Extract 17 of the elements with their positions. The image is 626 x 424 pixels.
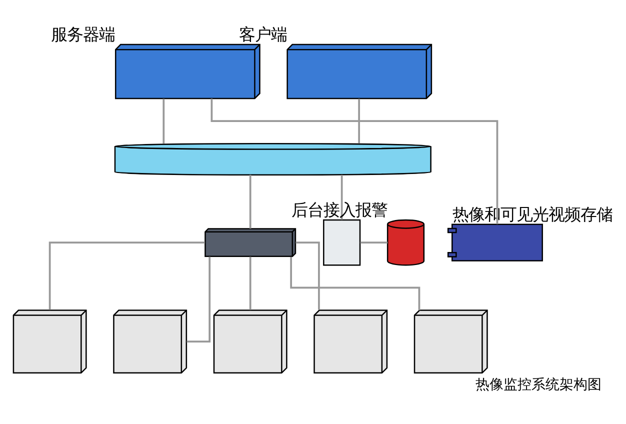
connector bbox=[290, 256, 420, 310]
node-label: 后台接入报警 bbox=[291, 200, 388, 220]
connector bbox=[296, 241, 320, 310]
node-label: 热像和可见光视频存储 bbox=[452, 204, 612, 224]
connector bbox=[249, 256, 252, 310]
connector bbox=[340, 174, 343, 220]
connector bbox=[48, 241, 205, 310]
connector bbox=[186, 256, 211, 342]
node-label: 客户端 bbox=[238, 24, 287, 44]
connector bbox=[360, 241, 388, 244]
connector bbox=[210, 98, 498, 224]
node-box bbox=[323, 218, 361, 266]
node-label: 服务器端 bbox=[51, 24, 116, 44]
caption: 热像监控系统架构图 bbox=[476, 376, 602, 392]
connector bbox=[162, 98, 165, 143]
connector bbox=[249, 174, 252, 228]
connector bbox=[358, 98, 360, 143]
